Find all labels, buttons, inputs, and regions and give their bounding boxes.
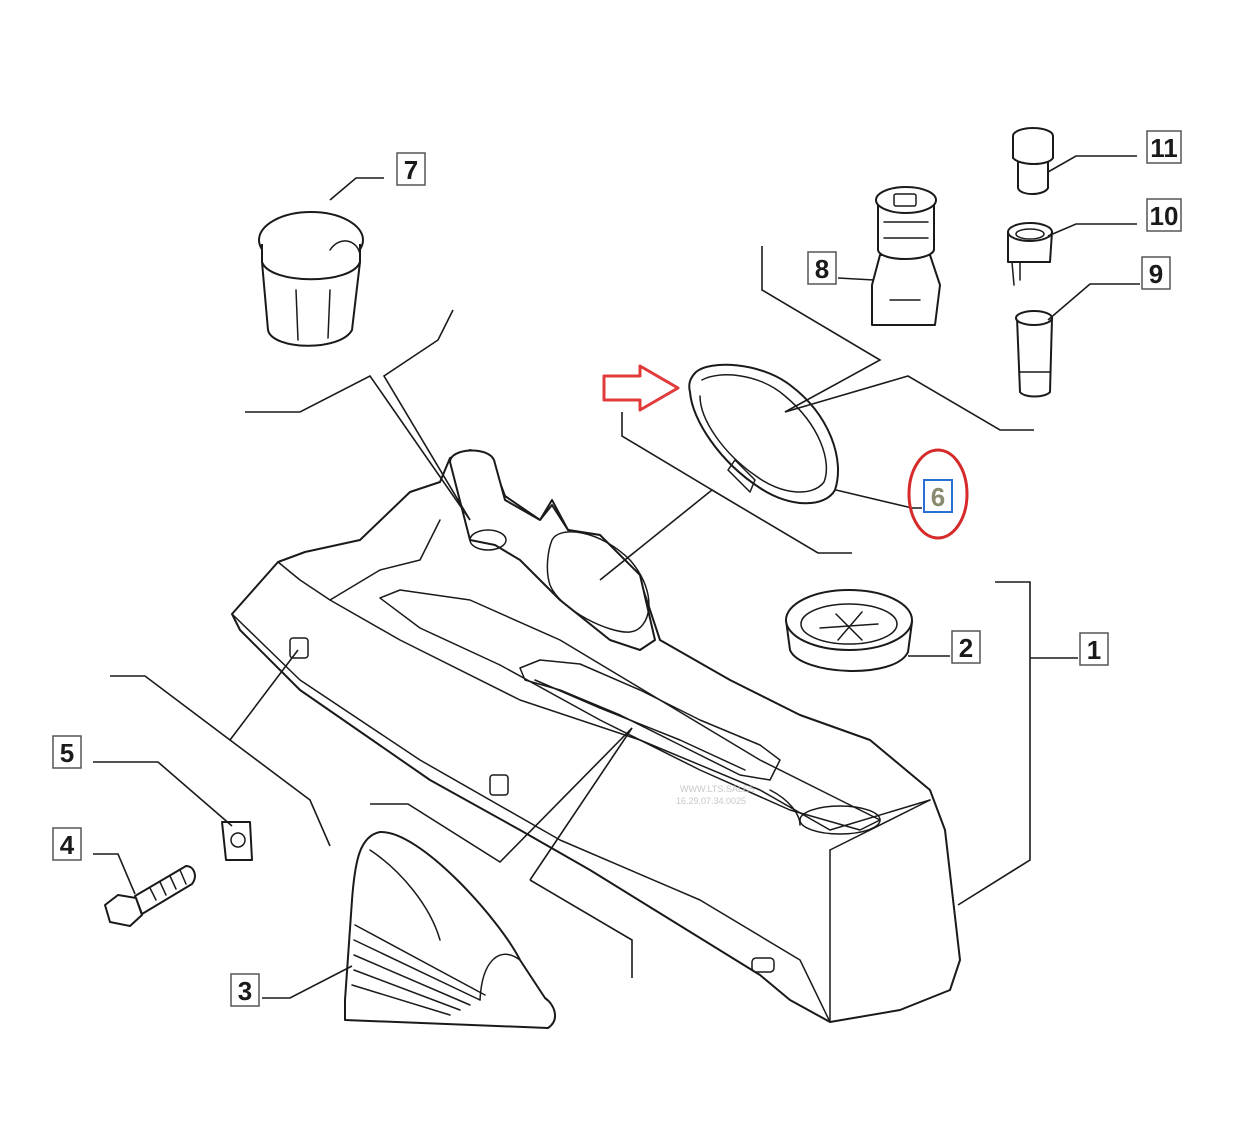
callout-label-7: 7: [404, 155, 418, 185]
part-8-socket: [871, 186, 941, 326]
callout-label-5: 5: [60, 738, 74, 768]
watermark-line-2: 16.29.07.34.0025: [676, 796, 746, 806]
callout-8[interactable]: 8: [807, 251, 837, 285]
center-console: [231, 449, 961, 1023]
callout-label-1: 1: [1087, 635, 1101, 665]
callout-6[interactable]: 6: [923, 479, 953, 513]
part-2-ring: [785, 589, 913, 672]
part-3-boot: [344, 830, 556, 1029]
callout-label-9: 9: [1149, 259, 1163, 289]
part-4-bolt: [104, 865, 196, 927]
part-9-sleeve: [1015, 310, 1053, 398]
callout-label-2: 2: [959, 633, 973, 663]
callout-11[interactable]: 11: [1146, 130, 1182, 164]
highlight-arrow: [602, 364, 680, 412]
callout-label-11: 11: [1150, 133, 1178, 163]
callout-label-4: 4: [60, 830, 75, 860]
leader-lines: [93, 155, 1140, 999]
callout-label-6: 6: [931, 482, 945, 512]
callout-7[interactable]: 7: [396, 152, 426, 186]
part-6-cover: [688, 363, 839, 505]
callout-label-3: 3: [238, 976, 252, 1006]
callout-9[interactable]: 9: [1141, 256, 1171, 290]
callout-label-10: 10: [1150, 201, 1179, 231]
callout-2[interactable]: 2: [951, 630, 981, 664]
part-11-plug: [1012, 127, 1054, 195]
callout-5[interactable]: 5: [52, 735, 82, 769]
callout-1[interactable]: 1: [1079, 632, 1109, 666]
callout-label-8: 8: [815, 254, 829, 284]
callout-4[interactable]: 4: [52, 827, 82, 861]
callout-10[interactable]: 10: [1146, 198, 1182, 232]
callout-3[interactable]: 3: [230, 973, 260, 1007]
part-5-washer: [221, 821, 253, 861]
part-7-cup: [258, 211, 364, 347]
watermark-line-1: WWW.LTS.SALES: [680, 784, 755, 794]
part-10-ring: [1007, 222, 1053, 286]
highlight-circle: [907, 448, 969, 540]
